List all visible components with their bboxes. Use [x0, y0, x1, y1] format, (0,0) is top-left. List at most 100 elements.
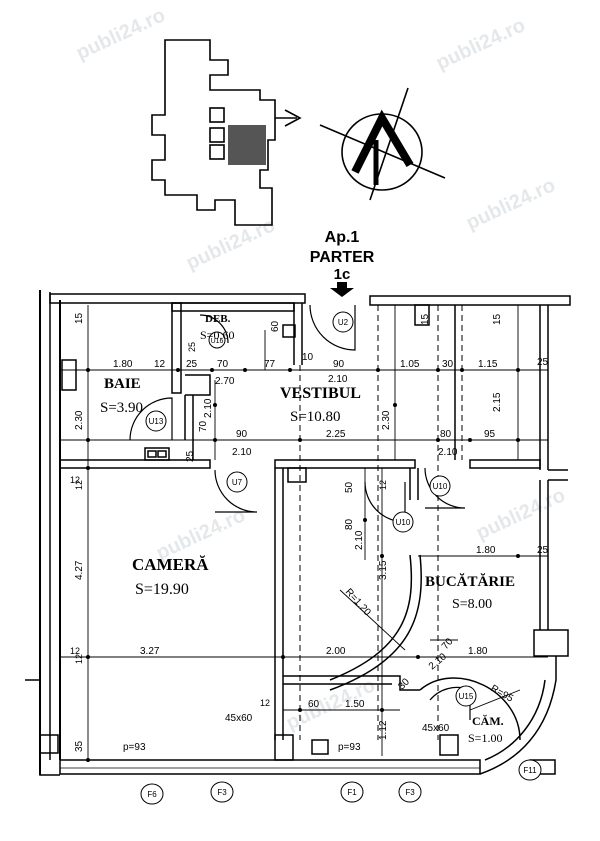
dimension-ticks [86, 368, 520, 762]
window-tags [140, 759, 542, 805]
dim-label: 12 [74, 480, 84, 490]
dim-label: 2.70 [215, 376, 235, 387]
room-name-baie: BAIE [104, 376, 141, 392]
dim-label: 12 [154, 359, 166, 370]
dim-label: 25 [537, 357, 549, 368]
watermark-text: publi24.ro [73, 4, 169, 64]
radius-label: R=95 [489, 683, 516, 705]
dim-label: p=93 [338, 742, 361, 753]
hidden-lines [299, 305, 463, 740]
dim-label: 15 [74, 312, 85, 324]
dim-label: 1.15 [478, 359, 498, 370]
dim-label: 95 [484, 429, 496, 440]
dim-label: 70 [217, 359, 229, 370]
dim-label: 25 [187, 342, 197, 352]
dim-label: 60 [270, 320, 281, 332]
dim-label: 90 [236, 429, 248, 440]
dim-label: 2.30 [74, 410, 85, 430]
key-plan [151, 39, 302, 226]
dim-label: 12 [74, 654, 84, 664]
door-u2-icon [332, 311, 354, 333]
dim-label: 25 [186, 359, 198, 370]
dim-label: 90 [333, 359, 345, 370]
room-name-camera: CAMERĂ [132, 555, 209, 574]
dim-label: 25 [185, 450, 196, 462]
entrance-label: 1c [334, 266, 351, 283]
room-name-deb: DEB. [205, 313, 231, 325]
door-label: U7 [232, 478, 243, 487]
dim-label: 45x60 [422, 723, 450, 734]
apartment-label: Ap.1 [325, 229, 360, 246]
dim-label: 12 [378, 480, 388, 490]
window-f3-icon [210, 781, 234, 803]
door-u13-icon [145, 410, 167, 432]
dim-label: 3.15 [378, 560, 389, 580]
window-label: F6 [147, 790, 157, 799]
horizontal-dimensions: 1.80 12 25 70 77 10 90 1.05 30 1.15 25 2… [70, 352, 549, 753]
exterior-walls [25, 290, 571, 776]
watermark-text: publi24.ro [433, 14, 529, 74]
dim-label: 1.80 [468, 646, 488, 657]
dim-label: 2.15 [492, 392, 503, 412]
dim-label: 4.27 [74, 560, 85, 580]
window-label: F1 [347, 788, 357, 797]
dim-label: 77 [264, 359, 276, 370]
dimension-lines [60, 305, 548, 760]
dim-label: 80 [344, 518, 355, 530]
window-label: F11 [523, 766, 537, 775]
door-label: U10 [396, 518, 411, 527]
window-tag-labels: F6 F3 F1 F3 F11 [147, 766, 537, 799]
door-label: U2 [338, 318, 349, 327]
room-area-vestibul: S=10.80 [290, 409, 341, 425]
room-area-bucatarie: S=8.00 [452, 597, 492, 612]
dim-label: p=93 [123, 742, 146, 753]
room-area-deb: S=0.60 [200, 328, 234, 342]
dim-label: 2.10 [232, 447, 252, 458]
dim-label: 70 [198, 420, 209, 432]
room-area-baie: S=3.90 [100, 400, 143, 416]
radius-label: R=1.20 [343, 587, 373, 619]
dim-label: 80 [440, 429, 452, 440]
dim-label: 12 [70, 475, 80, 485]
door-u16-icon [208, 331, 226, 349]
dim-label: 1.80 [113, 359, 133, 370]
door-label: U15 [459, 692, 474, 701]
door-tag-labels: U2 U13 U7 U10 U10 U15 U16 [149, 318, 474, 701]
window-f11-icon [518, 759, 542, 781]
window-label: F3 [217, 788, 227, 797]
dim-label: 35 [74, 740, 85, 752]
compass-icon [319, 87, 446, 201]
watermark-text: publi24.ro [463, 174, 559, 234]
door-u10-icon [392, 511, 414, 533]
dim-label: 2.10 [438, 447, 458, 458]
window-f1-icon [340, 781, 364, 803]
key-plan-highlight [228, 125, 266, 165]
dim-label: 2.30 [381, 410, 392, 430]
dim-label: 30 [442, 359, 454, 370]
dim-label: 60 [308, 699, 320, 710]
dim-label: 2.10 [328, 374, 348, 385]
window-f6-icon [140, 783, 164, 805]
watermark-text: publi24.ro [183, 214, 279, 274]
dim-label: 1.50 [345, 699, 365, 710]
dim-label: 12 [70, 646, 80, 656]
dim-label: 2.00 [326, 646, 346, 657]
dim-label: 1.80 [476, 545, 496, 556]
room-area-camara: S=1.00 [468, 731, 502, 745]
dim-label: 45x60 [225, 713, 253, 724]
dim-label: 25 [537, 545, 549, 556]
door-tags [145, 311, 477, 707]
door-label: U10 [433, 482, 448, 491]
dim-label: 15 [492, 313, 503, 325]
dim-label: 50 [344, 481, 355, 493]
watermark-text: publi24.ro [473, 484, 569, 544]
door-label: U16 [211, 338, 224, 345]
dim-label: 2.25 [326, 429, 346, 440]
dim-label: 2.10 [354, 530, 365, 550]
dim-label: 1.12 [378, 720, 389, 740]
room-area-camera: S=19.90 [135, 581, 189, 598]
dim-label: 70 [440, 636, 456, 652]
interior-walls [59, 302, 541, 761]
floor-label: PARTER [310, 249, 375, 266]
